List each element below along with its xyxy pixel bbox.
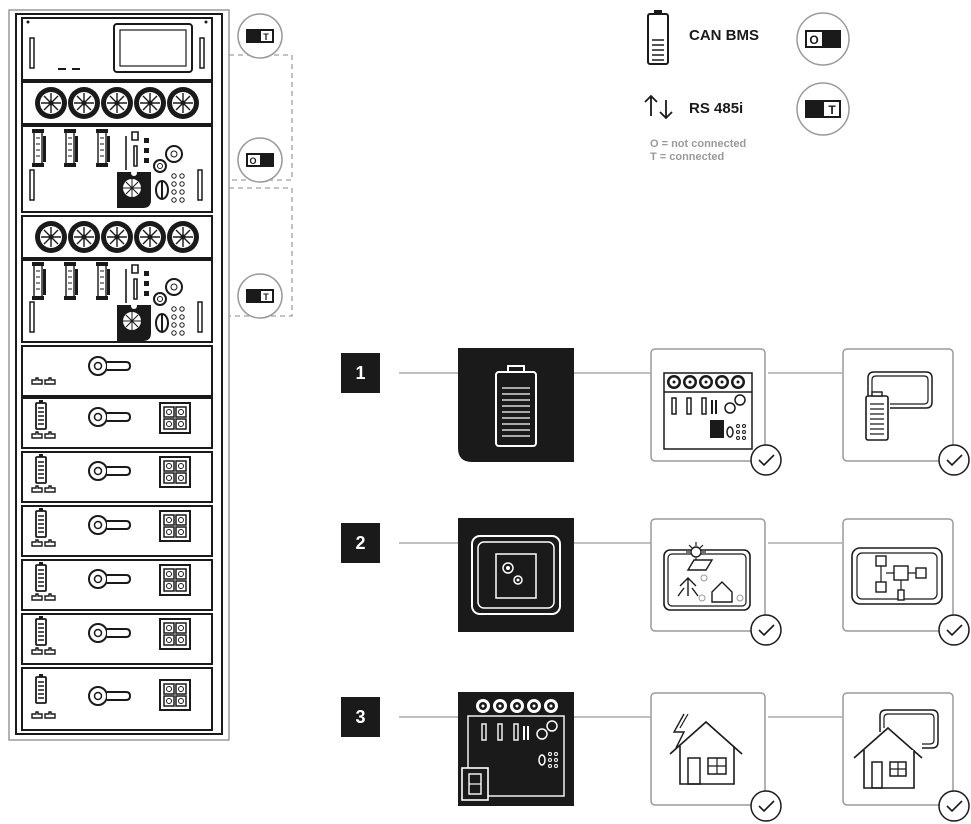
step3-inverter-tile bbox=[458, 692, 574, 806]
step3-house-display-tile bbox=[842, 692, 970, 822]
rack-switch-o: O bbox=[237, 137, 283, 183]
control-unit bbox=[21, 17, 213, 81]
step1-inverter-tile bbox=[650, 348, 782, 476]
step3-house-power-tile bbox=[650, 692, 782, 822]
step-connector-lines bbox=[399, 372, 842, 718]
checkmark-icon bbox=[750, 444, 782, 476]
step1-battery-display-tile bbox=[842, 348, 970, 476]
svg-text:O: O bbox=[249, 156, 256, 166]
svg-text:T: T bbox=[263, 292, 269, 302]
inverter-module-2 bbox=[21, 259, 213, 343]
checkmark-icon bbox=[938, 790, 970, 822]
step2-settings-tile bbox=[458, 518, 574, 632]
step-number-3: 3 bbox=[341, 697, 380, 737]
checkmark-icon bbox=[750, 614, 782, 646]
rs485-label: RS 485i bbox=[689, 100, 744, 117]
fan-unit-2 bbox=[21, 215, 213, 259]
checkmark-icon bbox=[938, 614, 970, 646]
battery-module-3 bbox=[21, 505, 213, 557]
battery-icon bbox=[647, 10, 669, 65]
switch-t-letter: T bbox=[828, 103, 836, 117]
battery-module-0 bbox=[21, 345, 213, 397]
battery-module-6 bbox=[21, 667, 213, 731]
step-number-1: 1 bbox=[341, 353, 380, 393]
legend-note-not-connected: O = not connected bbox=[650, 138, 747, 150]
svg-text:T: T bbox=[263, 32, 269, 42]
checkmark-icon bbox=[750, 790, 782, 822]
switch-o-letter: O bbox=[809, 33, 818, 47]
inverter-module-1 bbox=[21, 125, 213, 213]
battery-module-5 bbox=[21, 613, 213, 665]
step2-network-tile bbox=[842, 518, 970, 646]
battery-module-2 bbox=[21, 451, 213, 503]
step2-solar-grid-tile bbox=[650, 518, 782, 646]
switch-t-icon: T bbox=[796, 82, 850, 136]
battery-module-4 bbox=[21, 559, 213, 611]
step1-battery-tile bbox=[458, 348, 574, 462]
rack-switch-t-2: T bbox=[237, 273, 283, 319]
fan-unit-1 bbox=[21, 81, 213, 125]
can-bms-label: CAN BMS bbox=[689, 27, 759, 44]
legend-note-connected: T = connected bbox=[650, 151, 725, 163]
battery-rack-diagram: T O T bbox=[8, 9, 293, 741]
checkmark-icon bbox=[938, 444, 970, 476]
battery-module-1 bbox=[21, 397, 213, 449]
step-number-2: 2 bbox=[341, 523, 380, 563]
up-down-arrows-icon bbox=[644, 94, 673, 120]
rack-switch-t-1: T bbox=[237, 13, 283, 59]
switch-o-icon: O bbox=[796, 12, 850, 66]
